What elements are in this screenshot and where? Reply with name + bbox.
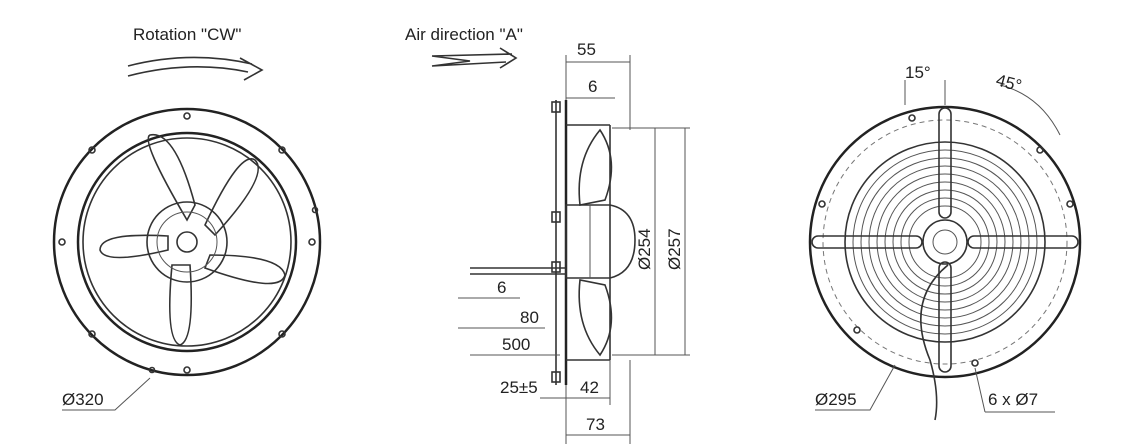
front-diameter-leader: [62, 377, 151, 411]
dim-73: 73: [586, 415, 605, 434]
rear-guard-spokes: [811, 107, 1079, 373]
rear-mount-holes: [818, 114, 1074, 367]
blade-top-side: [578, 128, 613, 206]
mounting-holes-front: [58, 112, 319, 374]
motor-shaft: [176, 231, 198, 253]
dim-80: 80: [520, 308, 539, 327]
motor-hub: [146, 201, 228, 283]
bolt-circle-label: Ø295: [815, 390, 857, 409]
inner-ring-edge: [82, 137, 292, 347]
dim-42: 42: [580, 378, 599, 397]
rear-guard-rings: [852, 149, 1038, 335]
rear-cable: [920, 264, 949, 421]
dim-55: 55: [577, 40, 596, 59]
rear-hub: [922, 219, 968, 265]
outer-frame: [52, 107, 322, 377]
rear-hub-center: [932, 229, 958, 255]
dim-500: 500: [502, 335, 530, 354]
air-direction-label: Air direction "A": [405, 25, 523, 44]
motor-hub-ring: [156, 211, 218, 273]
front-view: Rotation "CW" Ø320: [52, 25, 322, 411]
holes-leader: [974, 367, 1055, 413]
dim-cable-6: 6: [497, 278, 506, 297]
dim-blade-diameter: Ø254: [635, 228, 654, 270]
rear-guard-outer: [844, 141, 1046, 343]
angle-45: 45°: [994, 71, 1024, 96]
blade-bottom-side: [578, 279, 613, 357]
side-view: Air direction "A" 55 6 Ø254: [405, 25, 690, 444]
dim-ring-diameter: Ø257: [665, 228, 684, 270]
holes-label: 6 x Ø7: [988, 390, 1038, 409]
dim-tolerance: 25±5: [500, 378, 538, 397]
front-diameter-label: Ø320: [62, 390, 104, 409]
angle-dimension-lines: [904, 80, 1061, 136]
dim-6-top: 6: [588, 77, 597, 96]
rotation-label: Rotation "CW": [133, 25, 241, 44]
air-direction-arrow-icon: [431, 47, 518, 69]
fan-blades-front: [99, 134, 286, 346]
angle-15: 15°: [905, 63, 931, 82]
motor-side: [565, 204, 636, 279]
rear-outer-frame: [808, 105, 1082, 379]
rear-bolt-circle: [822, 119, 1068, 365]
bolt-circle-leader: [815, 364, 896, 411]
rotation-arrow-icon: [127, 56, 264, 81]
rear-view: 15° 45° Ø295 6 x Ø7: [808, 63, 1082, 421]
inner-ring: [76, 131, 298, 353]
